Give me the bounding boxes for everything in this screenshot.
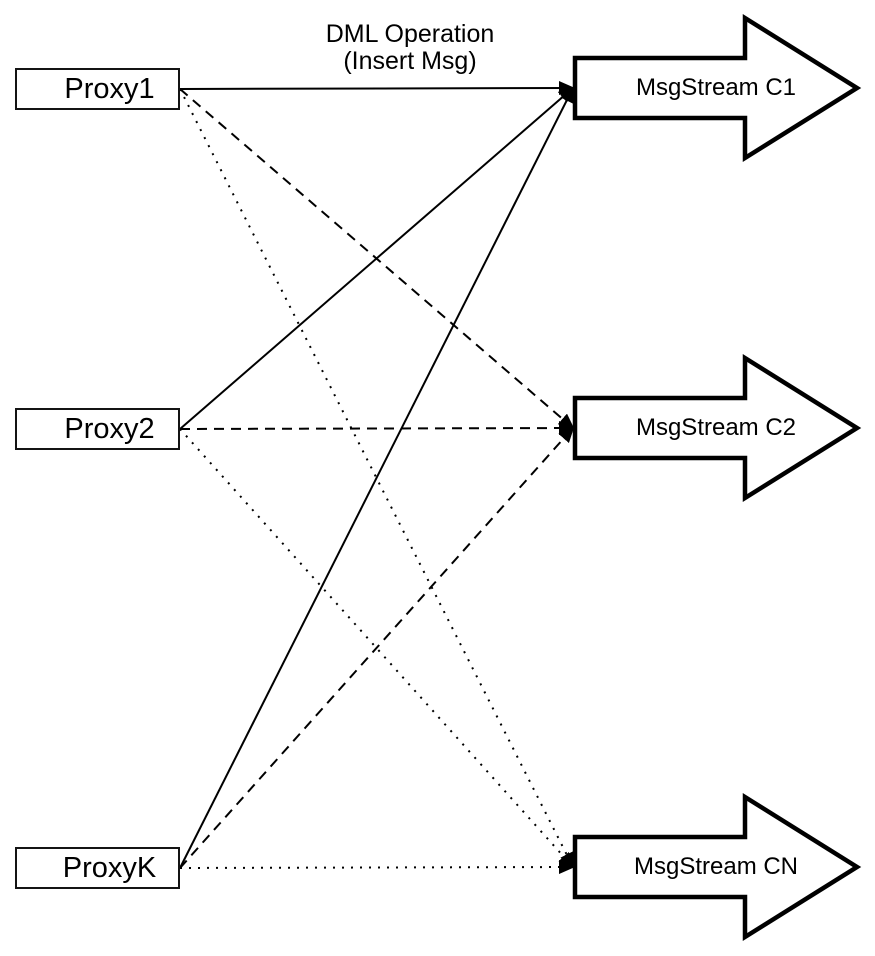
edge-proxy1-to-msgstream-cn bbox=[179, 88, 574, 869]
proxyk-label: ProxyK bbox=[62, 851, 157, 884]
proxy1-label: Proxy1 bbox=[64, 72, 155, 105]
edge-proxy2-to-msgstream-c2 bbox=[179, 421, 575, 436]
edge-proxy2-to-msgstream-c1 bbox=[179, 86, 575, 430]
edge-label-line1: DML Operation bbox=[325, 20, 495, 48]
proxy1-box: Proxy1 bbox=[15, 68, 180, 110]
edge-label-line2: (Insert Msg) bbox=[343, 47, 477, 75]
block-arrows bbox=[572, 13, 862, 942]
proxyk-box: ProxyK bbox=[15, 847, 180, 889]
edges-group bbox=[179, 81, 575, 875]
msgstream-c1-arrow bbox=[572, 13, 862, 163]
msgstream-c2-arrow bbox=[572, 353, 862, 503]
edge-proxyk-to-msgstream-c1 bbox=[179, 86, 574, 869]
edge-proxyk-to-msgstream-cn bbox=[179, 860, 575, 875]
edge-proxyk-to-msgstream-c2 bbox=[179, 426, 575, 869]
edge-proxy1-to-msgstream-c1 bbox=[179, 81, 575, 96]
proxy2-label: Proxy2 bbox=[64, 412, 155, 445]
edge-label-dml-operation: DML Operation (Insert Msg) bbox=[260, 21, 560, 75]
msgstream-cn-arrow bbox=[572, 792, 862, 942]
proxy2-box: Proxy2 bbox=[15, 408, 180, 450]
